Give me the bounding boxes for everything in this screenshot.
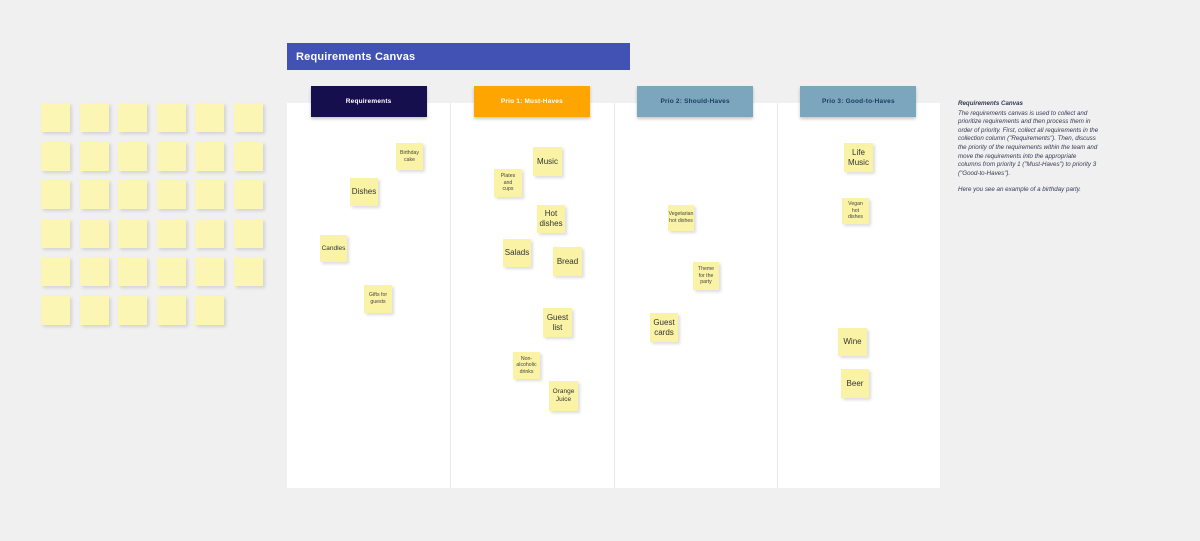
column-header-prio3-good-to-haves[interactable]: Prio 3: Good-to-Haves: [800, 86, 917, 117]
blank-sticky-note[interactable]: [118, 103, 147, 132]
sticky-note[interactable]: Vegan hot dishes: [842, 198, 869, 224]
blank-sticky-note[interactable]: [118, 257, 147, 286]
blank-sticky-note[interactable]: [156, 141, 186, 171]
blank-sticky-note[interactable]: [233, 257, 263, 286]
blank-sticky-note[interactable]: [79, 180, 109, 209]
blank-sticky-note[interactable]: [79, 257, 109, 286]
column-header-prio1-must-haves[interactable]: Prio 1: Must-Haves: [473, 86, 590, 117]
blank-sticky-note[interactable]: [79, 295, 109, 325]
column-separator: [614, 103, 615, 488]
description-body: The requirements canvas is used to colle…: [958, 109, 1099, 177]
blank-sticky-note[interactable]: [41, 180, 70, 209]
sticky-note[interactable]: Wine: [838, 328, 867, 356]
column-header-requirements[interactable]: Requirements: [310, 86, 427, 117]
blank-sticky-note[interactable]: [79, 218, 109, 248]
blank-sticky-note[interactable]: [79, 103, 109, 132]
blank-sticky-note[interactable]: [233, 141, 263, 171]
sticky-note[interactable]: Guest cards: [650, 313, 678, 342]
blank-sticky-note[interactable]: [156, 218, 186, 248]
blank-sticky-note[interactable]: [41, 257, 70, 286]
blank-sticky-note[interactable]: [156, 257, 186, 286]
sticky-note[interactable]: Orange Juice: [549, 381, 578, 411]
blank-sticky-note[interactable]: [118, 218, 147, 248]
sticky-note[interactable]: Salads: [503, 239, 531, 267]
sticky-note[interactable]: Bread: [553, 247, 582, 276]
blank-sticky-note[interactable]: [118, 180, 147, 209]
description-footer: Here you see an example of a birthday pa…: [958, 186, 1082, 194]
blank-sticky-note[interactable]: [195, 257, 224, 286]
blank-sticky-note[interactable]: [195, 295, 224, 325]
column-separator: [777, 103, 778, 488]
sticky-note[interactable]: Guest list: [543, 308, 572, 337]
board-description[interactable]: Requirements Canvas The requirements can…: [958, 100, 1100, 195]
column-header-prio2-should-haves[interactable]: Prio 2: Should-Haves: [637, 86, 754, 117]
board-title: Requirements Canvas: [296, 50, 416, 63]
sticky-note[interactable]: Gifts for guests: [364, 285, 392, 313]
blank-sticky-note[interactable]: [156, 180, 186, 209]
blank-sticky-note[interactable]: [195, 103, 224, 132]
blank-sticky-note[interactable]: [41, 141, 70, 171]
blank-sticky-note[interactable]: [79, 141, 109, 171]
blank-sticky-note[interactable]: [156, 295, 186, 325]
description-title: Requirements Canvas: [958, 100, 1023, 107]
blank-sticky-note[interactable]: [233, 180, 263, 209]
blank-sticky-note[interactable]: [41, 103, 70, 132]
blank-sticky-note[interactable]: [118, 141, 147, 171]
sticky-note[interactable]: Candles: [320, 235, 347, 262]
blank-sticky-note[interactable]: [156, 103, 186, 132]
blank-sticky-note[interactable]: [118, 295, 147, 325]
blank-sticky-note[interactable]: [195, 141, 224, 171]
blank-sticky-note[interactable]: [41, 295, 70, 325]
board-title-bar[interactable]: Requirements Canvas: [287, 43, 630, 70]
column-separator: [450, 103, 451, 488]
blank-sticky-note[interactable]: [233, 103, 263, 132]
blank-sticky-note[interactable]: [195, 180, 224, 209]
sticky-note[interactable]: Non- alcoholic drinks: [513, 352, 540, 379]
sticky-note[interactable]: Theme for the party: [693, 262, 719, 290]
blank-sticky-note[interactable]: [41, 218, 70, 248]
sticky-note[interactable]: Beer: [841, 369, 869, 398]
sticky-note[interactable]: Music: [533, 147, 562, 176]
blank-sticky-note[interactable]: [195, 218, 224, 248]
sticky-note[interactable]: Plates and cups: [494, 169, 522, 197]
sticky-note[interactable]: Dishes: [350, 178, 378, 206]
sticky-note[interactable]: Hot dishes: [537, 205, 565, 233]
blank-sticky-note[interactable]: [233, 218, 263, 248]
requirements-canvas-frame: [287, 103, 940, 488]
sticky-note[interactable]: Birthday cake: [396, 143, 423, 170]
sticky-note[interactable]: Vegetarian hot dishes: [668, 205, 694, 231]
sticky-note[interactable]: Life Music: [844, 143, 873, 172]
